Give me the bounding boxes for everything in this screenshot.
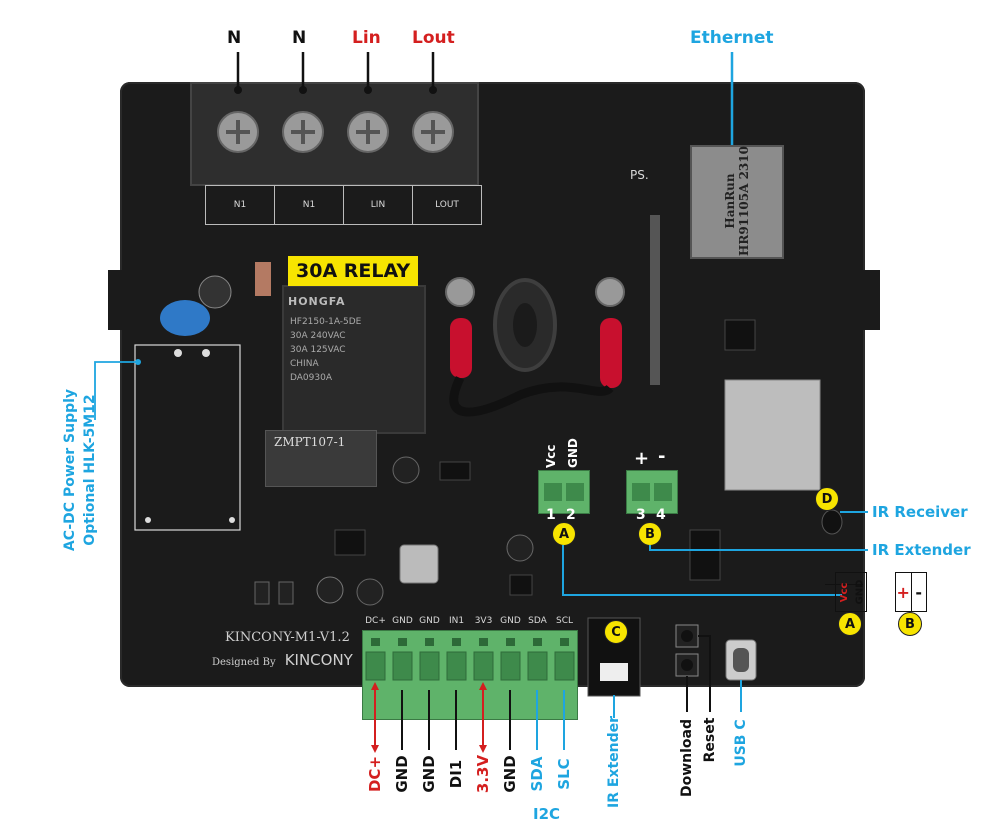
connector-b-pin-4: 4 bbox=[656, 507, 666, 523]
connector-b-slot bbox=[632, 483, 650, 501]
bottom-label-gnd-2: GND bbox=[420, 755, 438, 793]
bottom-silk: GND bbox=[500, 616, 521, 626]
badge-d: D bbox=[815, 487, 839, 511]
bottom-label-gnd-3: GND bbox=[501, 755, 519, 793]
terminal-silk: N1 bbox=[275, 186, 344, 224]
screw-icon bbox=[347, 111, 389, 153]
connector-a-slot bbox=[566, 483, 584, 501]
connector-a bbox=[538, 470, 590, 514]
screw-icon bbox=[282, 111, 324, 153]
bottom-silk: SDA bbox=[528, 616, 547, 626]
bottom-label-ir-extender: IR Extender bbox=[606, 715, 622, 808]
bottom-silk: SCL bbox=[555, 616, 573, 626]
designed-by-brand: KINCONY bbox=[284, 651, 353, 669]
relay-brand: HONGFA bbox=[288, 295, 346, 308]
screw-icon bbox=[412, 111, 454, 153]
relay-spec-line: HF2150-1A-5DE bbox=[290, 317, 362, 327]
connector-b-label-plus: + bbox=[634, 448, 650, 469]
connector-b-label-minus: - bbox=[658, 446, 666, 467]
legend-a-box: Vcc GND bbox=[825, 572, 867, 612]
bottom-silk: GND bbox=[392, 616, 413, 626]
relay-banner: 30A RELAY bbox=[288, 256, 419, 286]
bottom-silk: 3V3 bbox=[474, 616, 493, 626]
ethernet-label: Ethernet bbox=[690, 28, 774, 48]
connector-b-slot bbox=[654, 483, 672, 501]
bottom-silk: DC+ bbox=[365, 616, 386, 626]
relay-spec-line: DA0930A bbox=[290, 373, 332, 383]
connector-b-pin-3: 3 bbox=[636, 507, 646, 523]
mounting-tab bbox=[850, 270, 880, 330]
voltage-transformer: ZMPT107-1 bbox=[265, 430, 377, 487]
connector-a-pin-2: 2 bbox=[566, 507, 576, 523]
bottom-label-slc: SLC bbox=[555, 758, 573, 790]
relay-body: HONGFA HF2150-1A-5DE 30A 240VAC 30A 125V… bbox=[282, 285, 426, 434]
board-designed-by: Designed By KINCONY bbox=[212, 650, 353, 669]
bottom-label-download: Download bbox=[679, 718, 695, 798]
bottom-terminal-silk: DC+ GND GND IN1 3V3 GND SDA SCL bbox=[362, 616, 578, 626]
legend-badge-b: B bbox=[898, 612, 922, 636]
bottom-label-usb-c: USB C bbox=[733, 719, 749, 767]
bottom-label-di1: DI1 bbox=[447, 759, 465, 789]
mounting-tab bbox=[108, 270, 138, 330]
relay-spec-line: 30A 240VAC bbox=[290, 331, 346, 341]
top-label-lin: Lin bbox=[352, 28, 381, 48]
legend-b-plus: + bbox=[896, 573, 912, 611]
terminal-silk: LOUT bbox=[435, 200, 459, 210]
designed-by-text: Designed By bbox=[212, 657, 276, 668]
relay-spec-line: 30A 125VAC bbox=[290, 345, 346, 355]
top-terminal-silk-row: N1 N1 LIN LOUT bbox=[205, 185, 482, 225]
bottom-label-reset: Reset bbox=[702, 717, 718, 763]
legend-b-minus: - bbox=[915, 582, 923, 602]
badge-b: B bbox=[638, 522, 662, 546]
bottom-label-sda: SDA bbox=[528, 756, 546, 792]
terminal-screws bbox=[217, 111, 454, 153]
board-model: KINCONY-M1-V1.2 bbox=[225, 630, 350, 645]
connector-a-slot bbox=[544, 483, 562, 501]
screw-icon bbox=[217, 111, 259, 153]
bottom-silk: GND bbox=[419, 616, 440, 626]
bottom-label-gnd-1: GND bbox=[393, 755, 411, 793]
top-label-lout: Lout bbox=[412, 28, 455, 48]
i2c-label: I2C bbox=[533, 805, 561, 823]
ir-receiver-label: IR Receiver bbox=[872, 503, 968, 521]
top-label-n1: N bbox=[227, 28, 242, 48]
relay-spec-line: CHINA bbox=[290, 359, 319, 369]
connector-b bbox=[626, 470, 678, 514]
top-label-n2: N bbox=[292, 28, 307, 48]
legend-b-box: + - bbox=[895, 572, 927, 612]
legend-badge-a: A bbox=[838, 612, 862, 636]
ir-extender-right-label: IR Extender bbox=[872, 541, 971, 559]
badge-c: C bbox=[604, 620, 628, 644]
ethernet-jack: HanRun HR91105A 2310 bbox=[690, 145, 784, 259]
bottom-label-dc-plus: DC+ bbox=[366, 755, 384, 793]
connector-a-pin-1: 1 bbox=[546, 507, 556, 523]
ps-silk: PS. bbox=[630, 168, 649, 182]
terminal-silk: LIN bbox=[344, 186, 413, 224]
transformer-label: ZMPT107-1 bbox=[274, 435, 346, 449]
bottom-silk: IN1 bbox=[448, 616, 465, 626]
relay-specs: HF2150-1A-5DE 30A 240VAC 30A 125VAC CHIN… bbox=[290, 315, 361, 385]
bottom-label-3v3: 3.3V bbox=[474, 754, 492, 794]
bottom-terminal-slots bbox=[365, 638, 575, 681]
terminal-silk: N1 bbox=[206, 186, 275, 224]
